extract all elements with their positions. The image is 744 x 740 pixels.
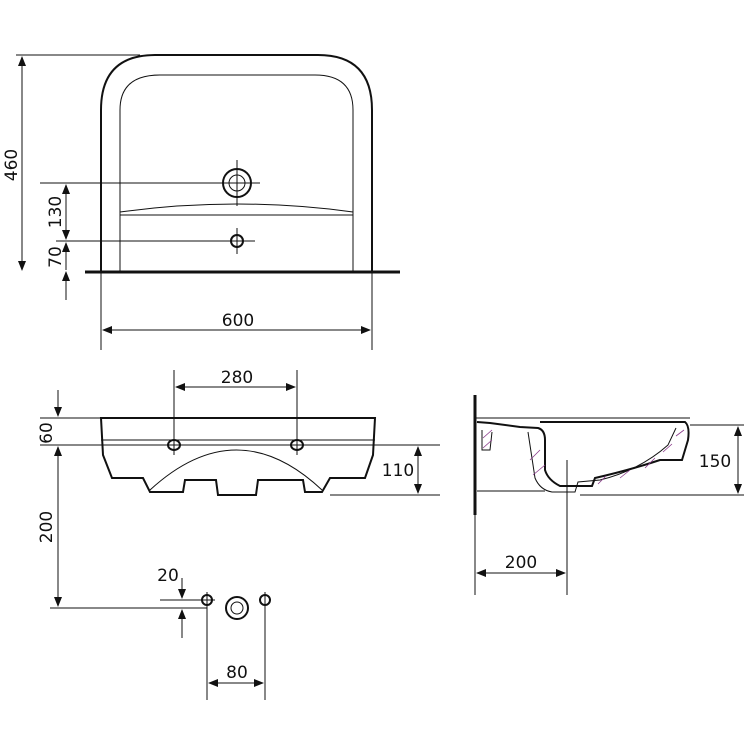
mounting-holes-view: 20 80	[50, 566, 271, 700]
dim-130: 130	[46, 196, 66, 228]
dim-200-front: 200	[37, 511, 57, 543]
dim-600: 600	[222, 311, 254, 331]
dim-280: 280	[221, 368, 253, 388]
dim-110: 110	[382, 461, 414, 481]
dim-200-side: 200	[505, 553, 537, 573]
dim-70: 70	[46, 246, 66, 268]
top-view: 460 130 70 600	[2, 54, 400, 350]
dim-150: 150	[699, 452, 731, 472]
side-section-view: 150 200	[473, 395, 744, 595]
dim-20: 20	[157, 566, 179, 586]
dim-80: 80	[226, 663, 248, 683]
front-view: 280 60 200 110	[37, 368, 440, 607]
dim-460: 460	[2, 149, 22, 181]
dim-60: 60	[37, 422, 57, 444]
